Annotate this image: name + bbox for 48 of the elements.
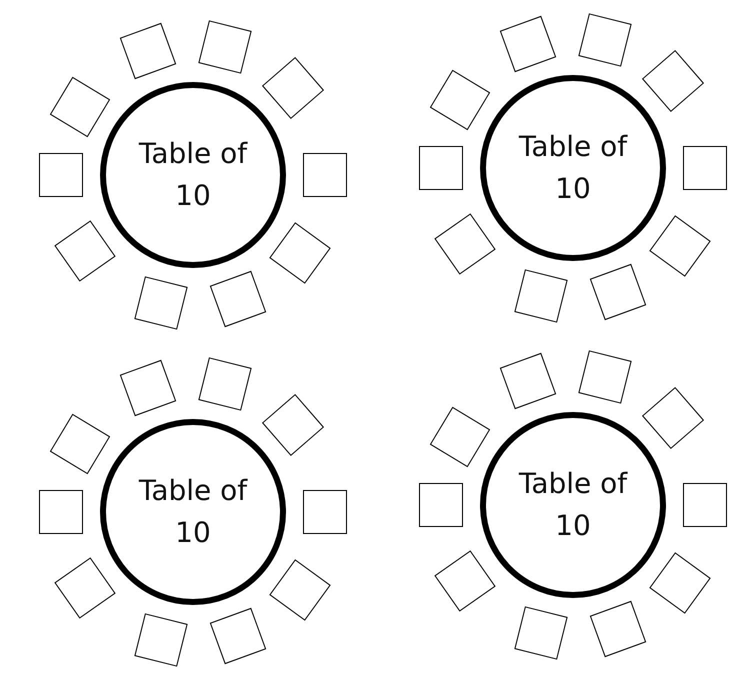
table-label: Table of 10 — [518, 129, 629, 207]
chair-square — [514, 269, 568, 323]
chair-square — [303, 490, 347, 534]
chair-square — [642, 50, 704, 112]
chair-square — [578, 350, 632, 404]
chair-square — [50, 76, 110, 138]
chair-square — [649, 214, 710, 276]
chair-square — [54, 557, 116, 618]
chair-square — [590, 600, 646, 658]
table-circle — [480, 412, 666, 598]
chair-square — [514, 606, 568, 660]
chair-square — [262, 57, 324, 120]
chair-square — [50, 414, 110, 474]
table-label: Table of 10 — [138, 473, 249, 551]
table-circle — [480, 75, 666, 261]
chair-square — [269, 558, 330, 620]
chair-square — [120, 360, 176, 416]
chair-square — [262, 394, 324, 456]
chair-square — [434, 213, 496, 274]
chair-square — [419, 146, 463, 190]
chair-square — [120, 22, 176, 80]
chair-square — [434, 550, 496, 612]
chair-square — [303, 153, 347, 197]
chair-square — [210, 270, 266, 328]
chair-square — [134, 613, 188, 667]
chair-square — [500, 352, 556, 410]
table-label: Table of 10 — [518, 466, 629, 544]
chair-square — [590, 264, 646, 320]
chair-square — [430, 70, 490, 130]
chair-square — [649, 552, 710, 614]
chair-square — [430, 406, 490, 468]
chair-square — [500, 16, 556, 72]
chair-square — [39, 153, 83, 197]
chair-square — [683, 483, 727, 527]
chair-square — [269, 222, 330, 284]
chair-square — [54, 220, 116, 282]
table-label: Table of 10 — [138, 136, 249, 214]
table-circle — [100, 419, 286, 605]
chair-square — [210, 608, 266, 664]
chair-square — [578, 13, 632, 67]
chair-square — [39, 490, 83, 534]
chair-square — [642, 387, 704, 450]
chair-square — [419, 483, 463, 527]
table-circle — [100, 82, 286, 268]
chair-square — [198, 357, 252, 411]
chair-square — [198, 20, 252, 74]
chair-square — [134, 276, 188, 330]
chair-square — [683, 146, 727, 190]
